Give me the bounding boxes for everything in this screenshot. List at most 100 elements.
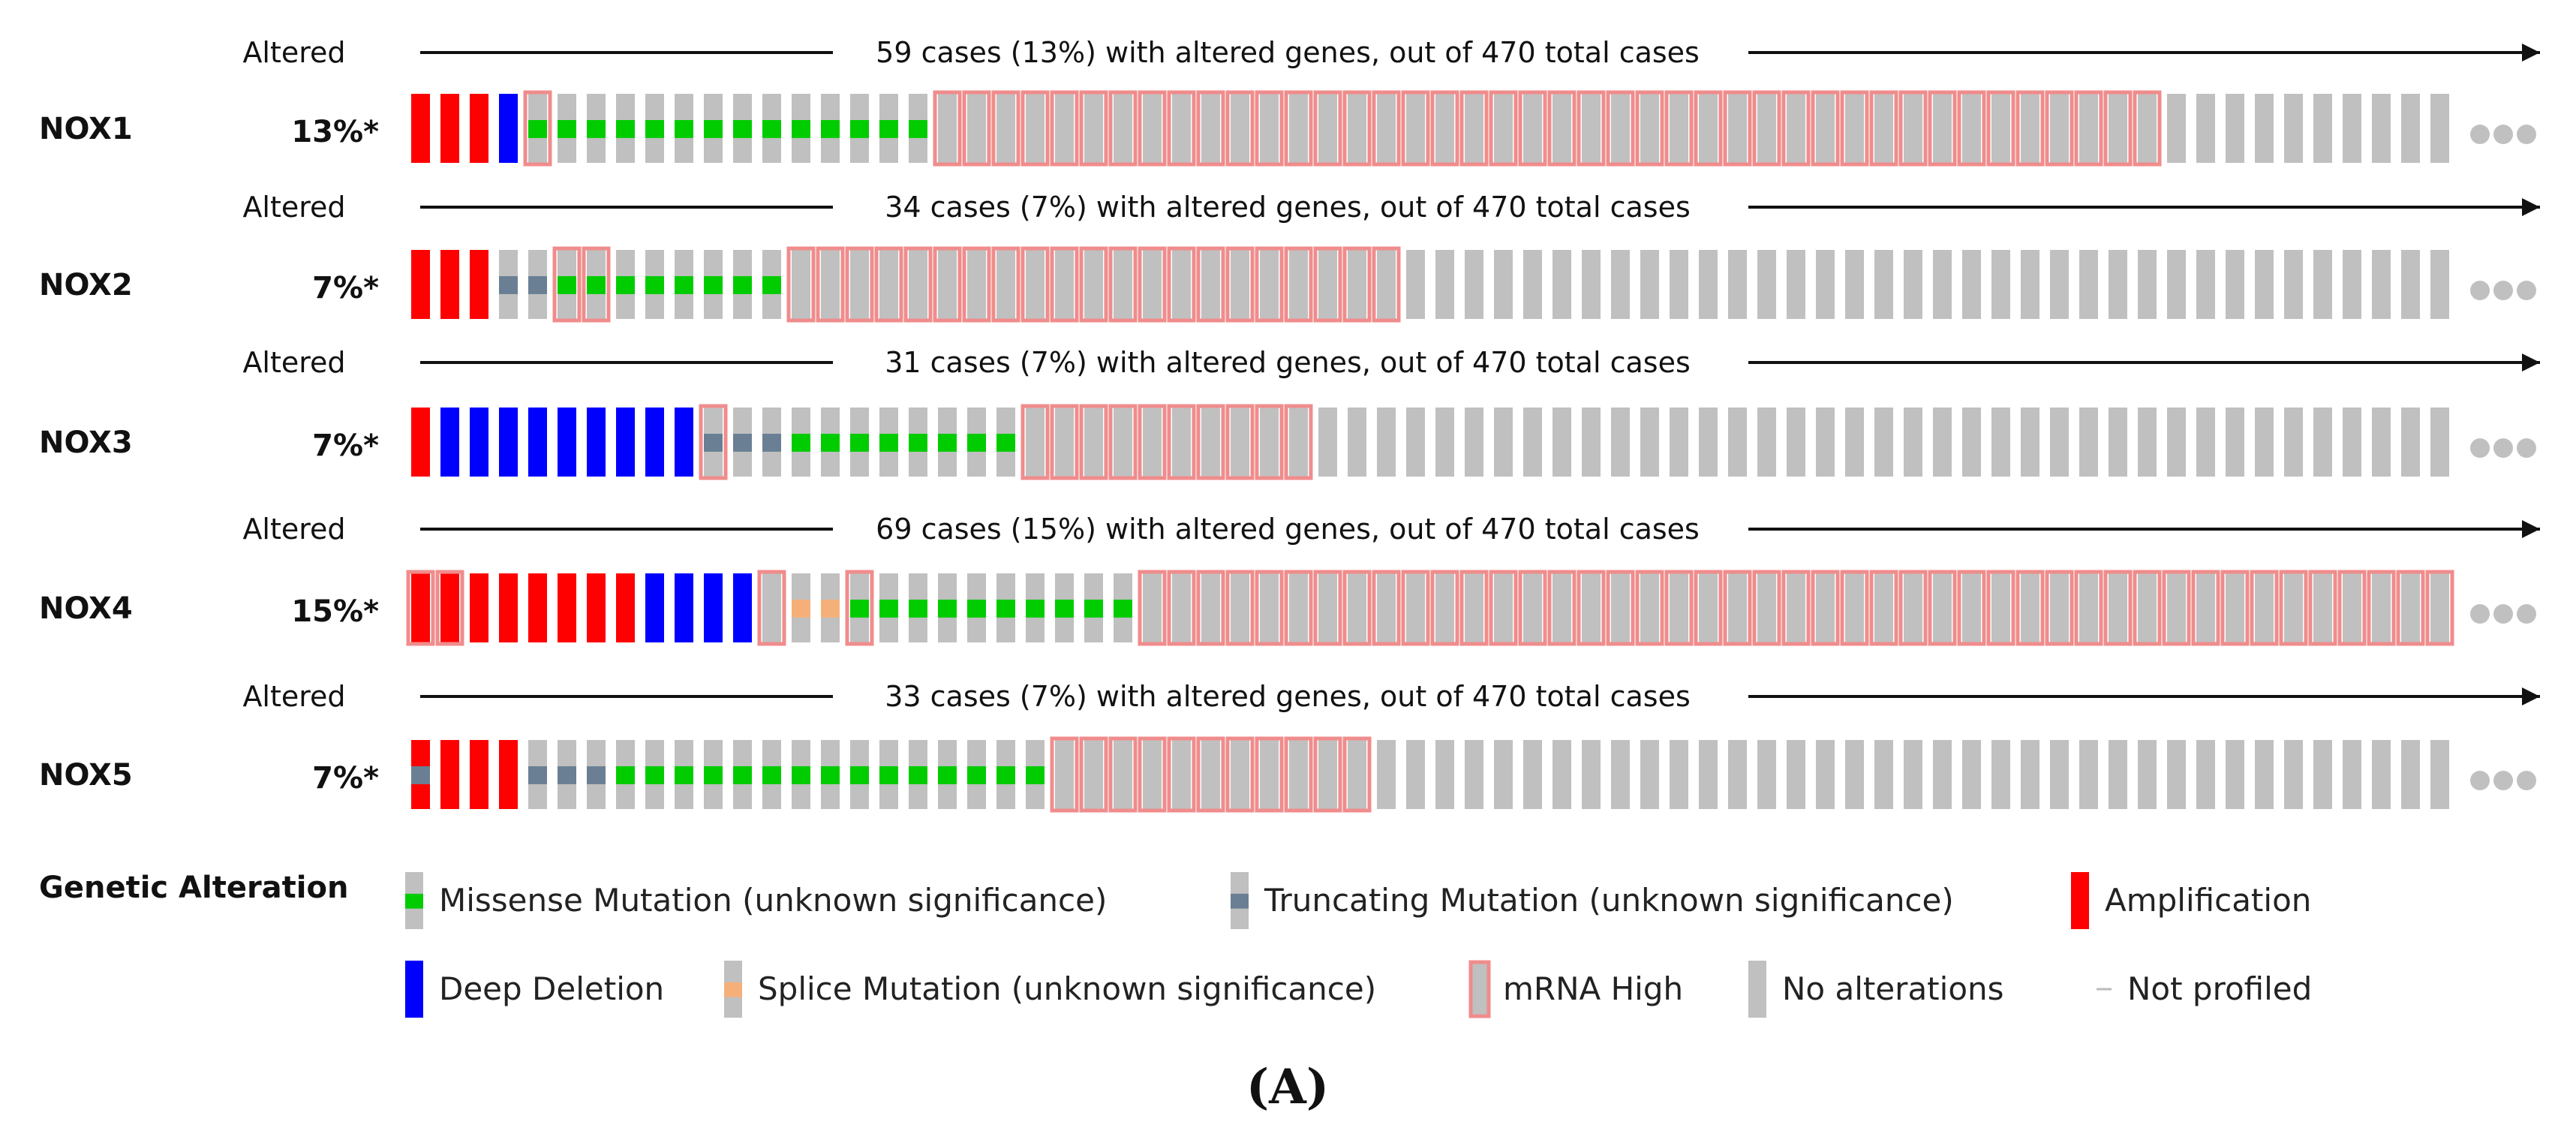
sample-cell [1050,404,1079,480]
sample-cell [821,94,840,163]
sample-cell [2079,408,2098,477]
sample-cell [1255,570,1284,646]
sample-cell [470,573,488,642]
sample-cell [1699,740,1718,809]
sample-cell [1869,570,1898,646]
sample-cell [499,94,518,163]
sample-cell [2284,408,2303,477]
sample-cell [1108,404,1138,480]
sample-cell [2250,570,2279,646]
sample-cell [1372,90,1401,167]
sample-cell [523,90,552,167]
sample-cell [1079,736,1108,813]
sample-cell [967,740,986,809]
sample-cell [2021,408,2039,477]
sample-cell [1401,90,1430,167]
more-samples-dots [2470,438,2536,458]
sample-cell [1962,740,1981,809]
sample-cell [2343,94,2361,163]
sample-cell [1313,246,1342,323]
sample-cell [909,740,927,809]
sample-cell [1635,90,1664,167]
sample-cell [762,250,781,319]
sample-cell [675,573,693,642]
sample-cell [2074,90,2103,167]
sample-cell [792,94,810,163]
sample-cell [1699,408,1718,477]
sample-cell [587,573,606,642]
sample-cell [1723,90,1752,167]
sample-cell [938,408,957,477]
sample-cell [1723,570,1752,646]
sample-cell [1255,404,1284,480]
sample-cell [2196,94,2215,163]
sample-cell [821,408,840,477]
sample-cell [879,408,898,477]
sample-cell [1342,246,1372,323]
gene-name: NOX4 [39,591,133,626]
sample-cell [991,90,1020,167]
sample-cell [411,408,430,477]
sample-cell [558,740,576,809]
sample-cell [528,408,547,477]
sample-cell [733,573,752,642]
altered-label: Altered [242,36,345,69]
sample-cell [470,740,488,809]
sample-cell [2372,94,2391,163]
sample-cell [903,246,933,323]
sample-cell [552,246,582,323]
legend-item-splice: Splice Mutation (unknown significance) [724,961,1376,1018]
sample-cell [1225,404,1255,480]
sample-cell [2284,94,2303,163]
legend-item-miss: Missense Mutation (unknown significance) [405,872,1107,929]
sample-cell [1255,246,1284,323]
sample-cell [967,408,986,477]
sample-cell [2255,250,2274,319]
sample-cell [440,740,459,809]
sample-cell [1694,570,1723,646]
sample-cell [1284,246,1313,323]
sample-cell [1489,570,1518,646]
sample-cell [1313,90,1342,167]
sample-cell [792,408,810,477]
sample-cell [2367,570,2396,646]
sample-cell [645,250,664,319]
sample-cell [1933,408,1952,477]
sample-cell [2226,740,2244,809]
sample-cell [1196,90,1225,167]
sample-cell [2045,570,2074,646]
sample-cell [1465,408,1483,477]
sample-cell [996,573,1015,642]
sample-cell [2015,570,2045,646]
sample-cell [2220,570,2250,646]
sample-cell [2167,408,2186,477]
sample-cell [616,573,635,642]
sample-cell [1079,404,1108,480]
sample-cell [1611,408,1630,477]
sample-cell [645,408,664,477]
sample-cell [435,570,464,646]
sample-cell [1225,736,1255,813]
sample-cell [1342,736,1372,813]
sample-cell [1582,740,1601,809]
legend-label: No alterations [1782,970,2004,1007]
sample-cell [2226,250,2244,319]
sample-cell [1664,570,1694,646]
sample-cell [1699,250,1718,319]
sample-cell [2401,408,2420,477]
sample-cell [1079,90,1108,167]
more-samples-dots [2470,281,2536,300]
sample-cell [470,408,488,477]
sample-cell [1874,250,1893,319]
sample-cell [1728,740,1747,809]
sample-cell [1489,90,1518,167]
sample-cell [1670,408,1688,477]
sample-cell [1406,740,1425,809]
sample-cell [2167,94,2186,163]
sample-cell [1494,408,1513,477]
sample-cell [1108,246,1138,323]
sample-cell [1138,736,1167,813]
sample-cell [558,573,576,642]
sample-cell [2021,740,2039,809]
